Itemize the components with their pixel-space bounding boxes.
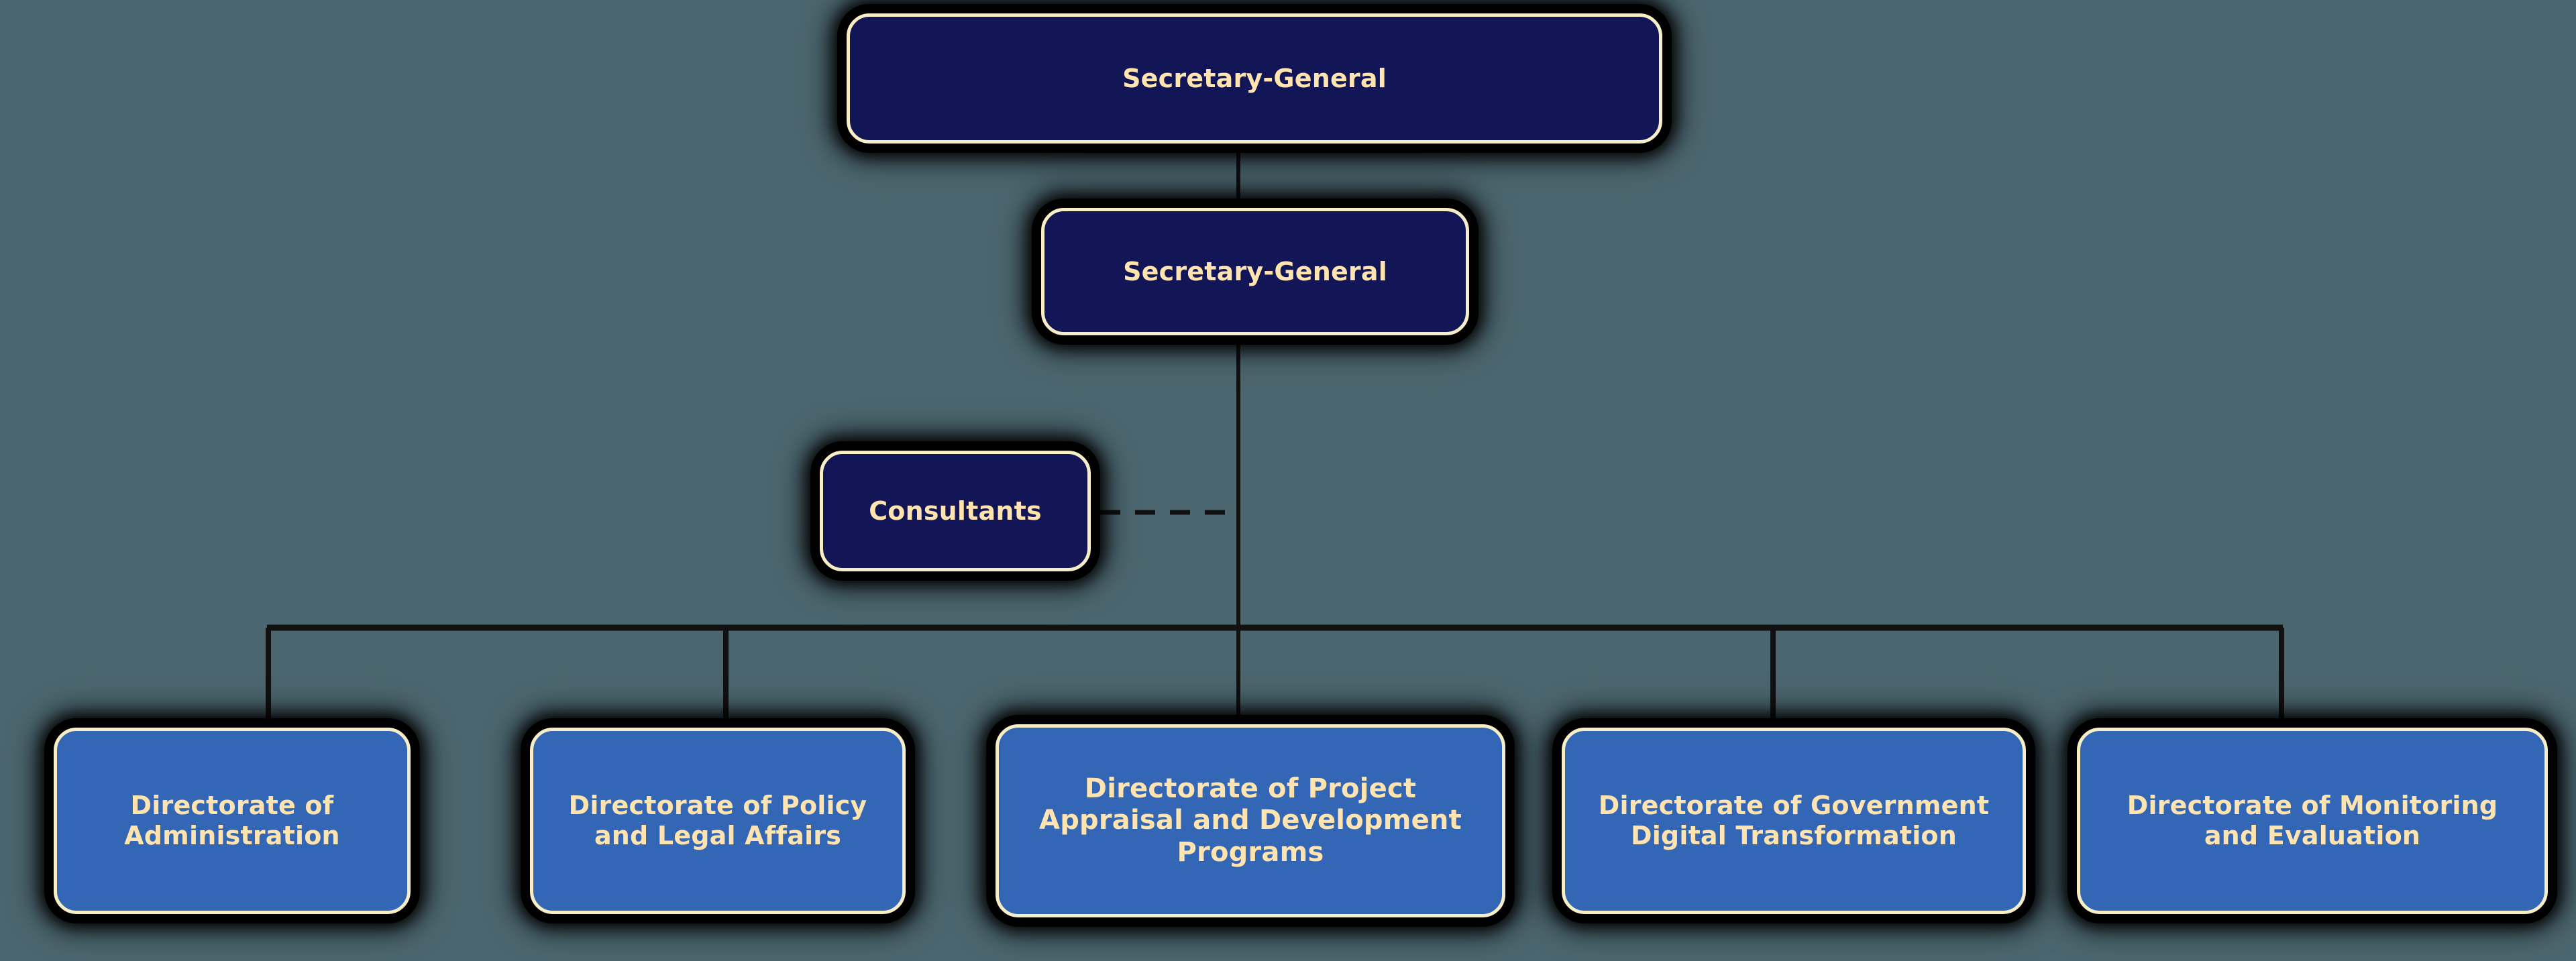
node-secretary-general-second[interactable]: Secretary-General — [1041, 208, 1469, 335]
node-label: Secretary-General — [1123, 256, 1387, 286]
node-directorate-of-administration[interactable]: Directorate of Administration — [54, 728, 411, 914]
node-directorate-of-government-digital-transformation[interactable]: Directorate of Government Digital Transf… — [1562, 728, 2026, 914]
node-label: Directorate of Government Digital Transf… — [1598, 791, 1990, 850]
node-directorate-of-project-appraisal-and-development-programs[interactable]: Directorate of Project Appraisal and Dev… — [996, 724, 1505, 917]
node-label: Secretary-General — [1122, 63, 1387, 93]
node-label: Directorate of Policy and Legal Affairs — [568, 791, 867, 850]
node-label: Consultants — [869, 496, 1042, 526]
node-directorate-of-monitoring-and-evaluation[interactable]: Directorate of Monitoring and Evaluation — [2077, 728, 2548, 914]
node-consultants[interactable]: Consultants — [820, 451, 1091, 571]
node-label: Directorate of Administration — [124, 791, 340, 850]
node-directorate-of-policy-and-legal-affairs[interactable]: Directorate of Policy and Legal Affairs — [530, 728, 906, 914]
node-label: Directorate of Project Appraisal and Dev… — [1039, 773, 1462, 868]
node-label: Directorate of Monitoring and Evaluation — [2127, 791, 2498, 850]
node-secretary-general-top[interactable]: Secretary-General — [847, 13, 1662, 144]
